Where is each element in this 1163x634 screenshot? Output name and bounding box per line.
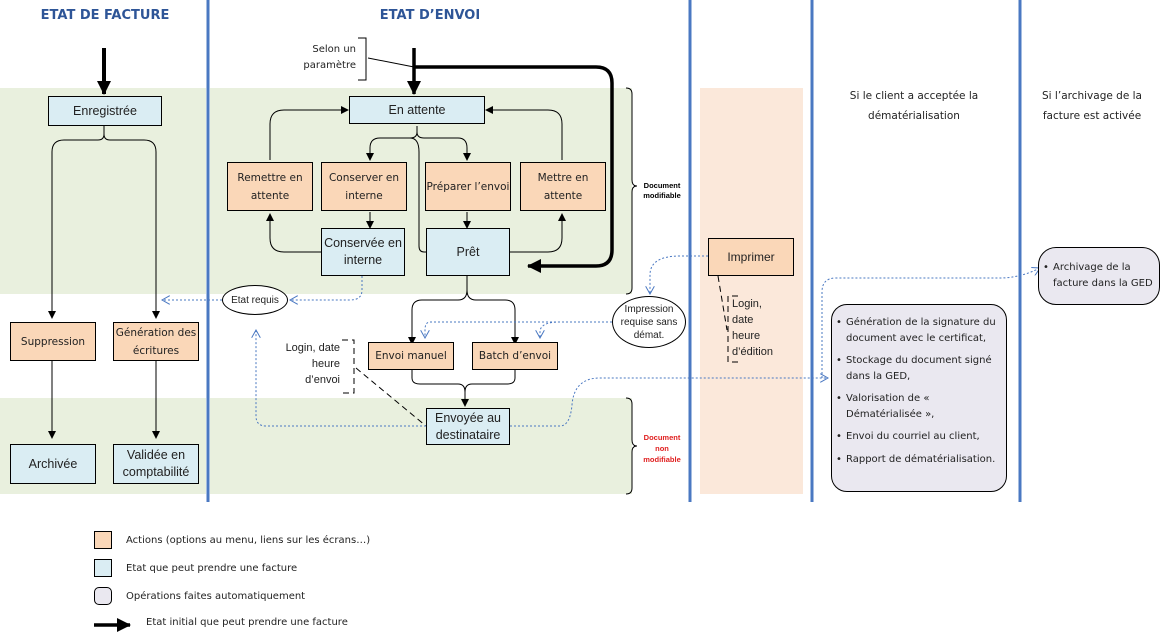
connector-ready-pending-loop — [409, 137, 426, 253]
demat-operation: Envoi du courriel au client, — [836, 429, 1002, 445]
print-band — [700, 88, 803, 494]
demat-operation: Valorisation de « Dématérialisée », — [836, 391, 1002, 422]
print-log-leader — [717, 275, 728, 331]
legend-actions-label: Actions (options au menu, liens sur les … — [126, 534, 371, 546]
connector-ready-batch — [466, 289, 519, 345]
connector-manual-sent — [411, 370, 469, 407]
action-set-pending[interactable]: Mettre en attente — [520, 162, 606, 211]
legend-initial-label: Etat initial que peut prendre une factur… — [146, 617, 348, 628]
connector-batch-sent — [464, 370, 516, 393]
action-put-back-pending[interactable]: Remettre en attente — [227, 162, 313, 211]
action-generate-entries[interactable]: Génération des écritures — [113, 322, 199, 361]
connector-setpending-pending — [485, 106, 563, 160]
lane-note-archiving: Si l’archivage de la facture est activée — [1042, 90, 1142, 122]
state-kept-internal[interactable]: Conservée en interne — [321, 228, 405, 276]
demat-operation: Stockage du document signé dans la GED, — [836, 353, 1002, 384]
link-sent-required — [256, 330, 426, 427]
legend-actions: Actions (options au menu, liens sur les … — [94, 531, 370, 549]
link-kept-required — [290, 276, 363, 300]
legend-automatic: Opérations faites automatiquement — [94, 587, 305, 605]
archive-operation: Archivage de la facture dans la GED — [1043, 260, 1155, 291]
legend-action-swatch — [94, 531, 112, 549]
demat-operation: Rapport de dématérialisation. — [836, 452, 1002, 468]
lane-title-invoice-state: ETAT DE FACTURE — [40, 8, 170, 23]
connector-pending-prepare — [416, 131, 471, 161]
state-validated-accounting[interactable]: Validée en comptabilité — [113, 444, 199, 484]
param-note-leader — [367, 57, 415, 68]
connector-ready-manual — [408, 276, 468, 345]
legend-state-swatch — [94, 559, 112, 577]
modifiable-label: Document modifiable — [643, 181, 681, 200]
lane-note-dematerialisation: Si le client a acceptée la dématérialisa… — [849, 90, 979, 122]
link-print-required — [650, 255, 708, 294]
print-log-bracket — [727, 295, 738, 363]
state-sent-to-recipient[interactable]: Envoyée au destinataire — [426, 408, 510, 445]
action-prepare-sending[interactable]: Préparer l’envoi — [425, 162, 511, 211]
dematerialisation-operations: Génération de la signature du document a… — [831, 304, 1007, 492]
send-log-leader — [355, 367, 427, 427]
non-modifiable-brace — [625, 397, 638, 495]
link-sent-demat — [510, 378, 828, 427]
connector-kept-putback — [266, 213, 321, 253]
send-log-bracket — [342, 339, 355, 394]
action-keep-internal[interactable]: Conserver en interne — [321, 162, 407, 211]
action-delete[interactable]: Suppression — [10, 322, 96, 361]
state-pending[interactable]: En attente — [349, 96, 485, 124]
link-printreq-batch — [540, 321, 561, 338]
lane-dividers — [206, 0, 1022, 502]
legend-states: Etat que peut prendre une facture — [94, 559, 297, 577]
legend-initial: Etat initial que peut prendre une factur… — [146, 617, 348, 628]
initial-arrow-ready — [414, 65, 614, 273]
param-note-bracket — [358, 37, 367, 81]
legend-automatic-label: Opérations faites automatiquement — [126, 590, 306, 602]
non-modifiable-label: Document non modifiable — [643, 433, 681, 464]
legend-states-label: Etat que peut prendre une facture — [126, 562, 298, 574]
action-print[interactable]: Imprimer — [708, 238, 794, 276]
archiving-operations: Archivage de la facture dans la GED — [1038, 247, 1160, 305]
connector-ready-setpending — [510, 213, 566, 253]
connector-pending-keep — [366, 126, 418, 161]
lane-title-sending-state: ETAT D’ENVOI — [379, 8, 481, 23]
link-printreq-manual — [425, 321, 612, 338]
param-note: Selon un paramètre — [303, 44, 356, 71]
link-demat-archive — [821, 268, 1040, 379]
send-log-note: Login, date heure d’envoi — [285, 342, 340, 386]
action-manual-sending[interactable]: Envoi manuel — [368, 342, 454, 370]
state-required-ellipse: Etat requis — [222, 285, 288, 315]
print-required-ellipse: Impression requise sans démat. — [612, 296, 686, 348]
connector-registered-split-2 — [103, 133, 160, 319]
state-registered[interactable]: Enregistrée — [48, 96, 162, 126]
connector-putback-pending — [269, 106, 349, 160]
action-batch-sending[interactable]: Batch d’envoi — [472, 342, 558, 370]
state-archived[interactable]: Archivée — [10, 444, 96, 484]
non-modifiable-band-right — [210, 398, 632, 494]
modifiable-brace — [625, 87, 638, 295]
demat-operation: Génération de la signature du document a… — [836, 315, 1002, 346]
print-log-note: Login, date heure d’édition — [732, 298, 773, 358]
state-ready[interactable]: Prêt — [426, 228, 510, 276]
connector-registered-split — [48, 126, 105, 319]
legend-auto-swatch — [94, 587, 112, 605]
